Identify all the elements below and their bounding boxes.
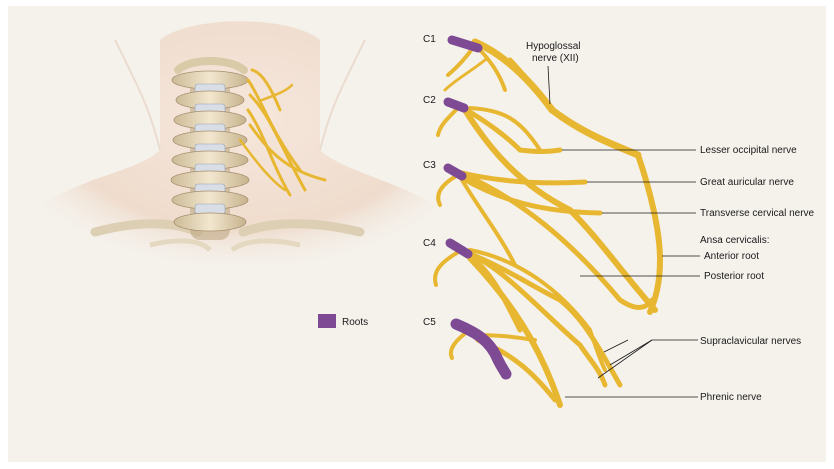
level-label-c3: C3 — [423, 160, 436, 171]
level-label-c1: C1 — [423, 34, 436, 45]
vertebra — [174, 213, 246, 231]
legend-swatch — [318, 314, 336, 328]
root-c2 — [448, 102, 464, 108]
label-supraclavicular: Supraclavicular nerves — [700, 336, 801, 347]
level-label-c5: C5 — [423, 317, 436, 328]
legend: Roots — [318, 314, 368, 328]
label-ansa-cervicalis: Ansa cervicalis: — [700, 235, 769, 246]
label-hypoglossal-line2: nerve (XII) — [532, 53, 579, 64]
label-phrenic: Phrenic nerve — [700, 392, 762, 403]
label-transverse-cervical: Transverse cervical nerve — [700, 208, 815, 219]
label-posterior-root: Posterior root — [704, 271, 764, 282]
level-label-c2: C2 — [423, 95, 436, 106]
label-great-auricular: Great auricular nerve — [700, 177, 794, 188]
legend-label: Roots — [342, 317, 368, 328]
label-anterior-root: Anterior root — [704, 251, 759, 262]
level-label-c4: C4 — [423, 238, 436, 249]
label-hypoglossal-line1: Hypoglossal — [526, 41, 580, 52]
label-lesser-occipital: Lesser occipital nerve — [700, 145, 797, 156]
